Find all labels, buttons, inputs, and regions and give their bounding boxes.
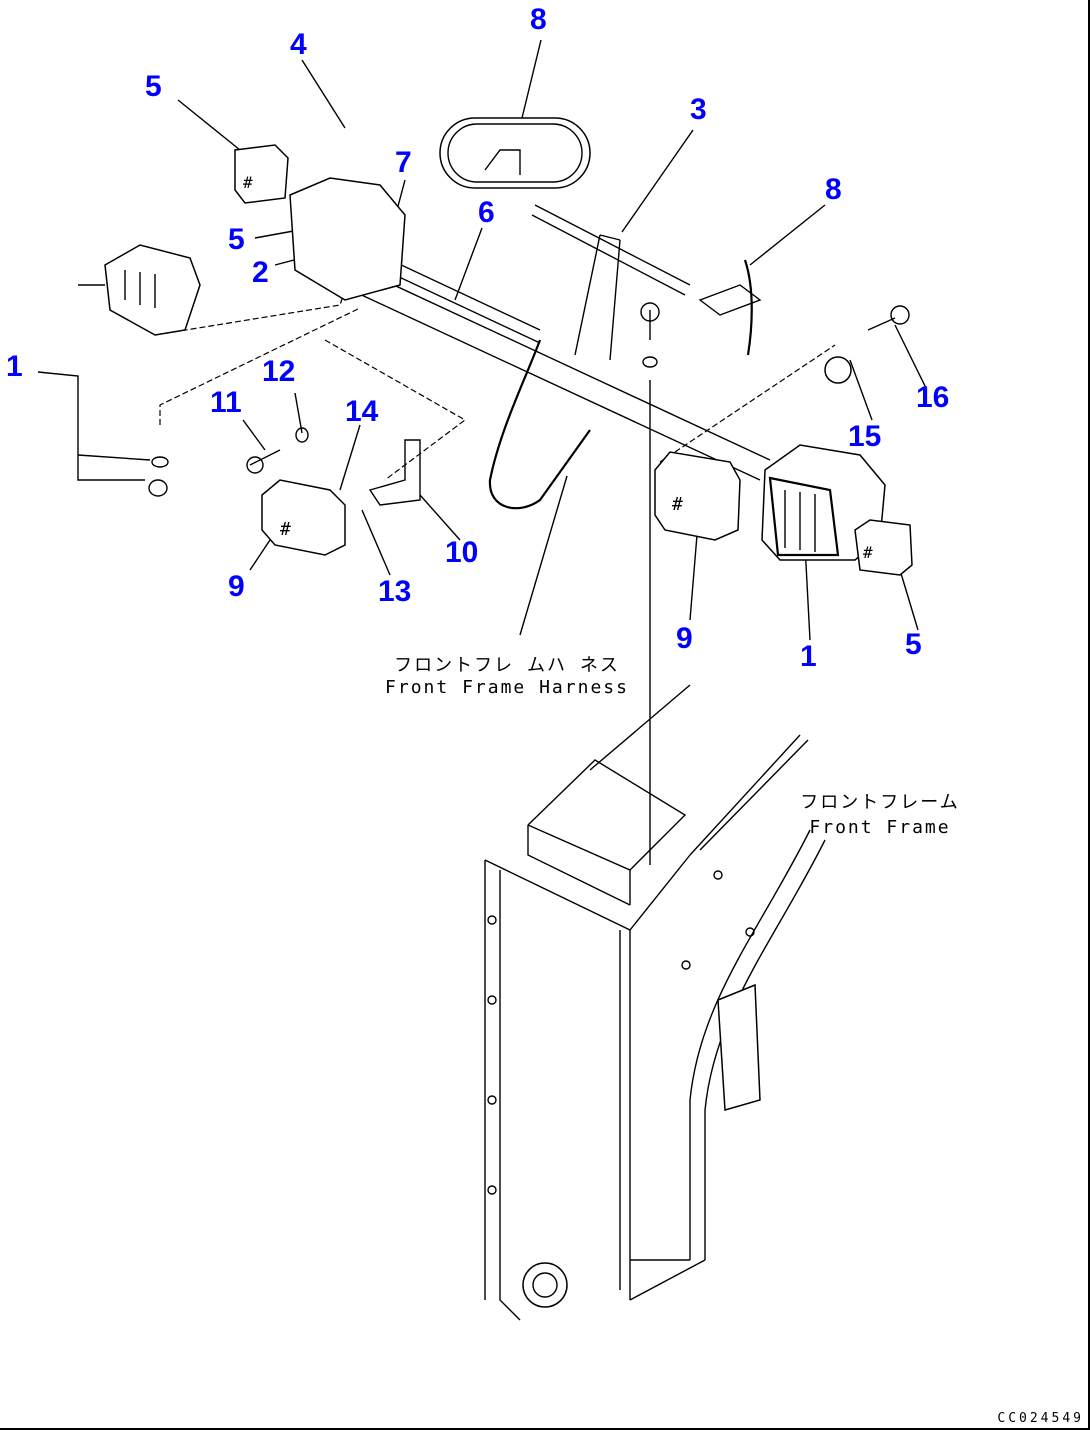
lamp-5-top: #: [234, 144, 289, 204]
callout-9-right: 9: [676, 622, 693, 655]
svg-text:#: #: [280, 519, 291, 540]
lamp-1-left: [104, 244, 201, 336]
mirror-right: [698, 259, 762, 356]
callout-16: 16: [916, 381, 950, 414]
callout-9-left: 9: [228, 570, 245, 603]
mirror-stay: [531, 204, 691, 361]
svg-text:#: #: [863, 543, 873, 562]
callout-4: 4: [290, 28, 307, 61]
callout-13: 13: [378, 575, 412, 608]
svg-text:#: #: [243, 173, 253, 192]
frame-label-japanese: フロントフレーム: [800, 792, 960, 813]
horn-and-bolt: [640, 302, 910, 384]
front-frame: [484, 734, 826, 1321]
callout-2: 2: [252, 256, 269, 289]
lamp-1-right: #: [761, 444, 913, 576]
callout-6: 6: [478, 196, 495, 229]
callout-15: 15: [848, 420, 882, 453]
callout-11: 11: [210, 386, 242, 419]
callout-14: 14: [345, 395, 379, 428]
callout-5-mid: 5: [228, 223, 245, 256]
callout-3: 3: [690, 93, 707, 126]
reference-lines: [154, 289, 836, 481]
svg-text:#: #: [672, 494, 683, 515]
harness-label-japanese: フロントフレ ムハ ネス: [394, 655, 620, 676]
callout-8-right: 8: [825, 173, 842, 206]
bracket-box: [289, 177, 406, 301]
mirror-oval: [439, 117, 591, 189]
mounting-bar: [339, 254, 771, 510]
callout-1-right: 1: [800, 640, 817, 673]
frame-label-english: Front Frame: [809, 817, 951, 838]
harness-label-english: Front Frame Harness: [385, 677, 629, 698]
callout-5-top: 5: [145, 70, 162, 103]
callout-10: 10: [445, 536, 479, 569]
callout-8-mirror: 8: [530, 3, 547, 36]
lamp-9-left: #: [246, 427, 421, 556]
callout-1-left: 1: [6, 350, 23, 383]
callout-5-right: 5: [905, 628, 922, 661]
lamp-9-right: #: [654, 451, 741, 541]
washer-nut: [148, 456, 169, 497]
callout-7: 7: [395, 146, 412, 179]
callout-12: 12: [262, 355, 296, 388]
drawing-code: CC024549: [997, 1411, 1084, 1426]
